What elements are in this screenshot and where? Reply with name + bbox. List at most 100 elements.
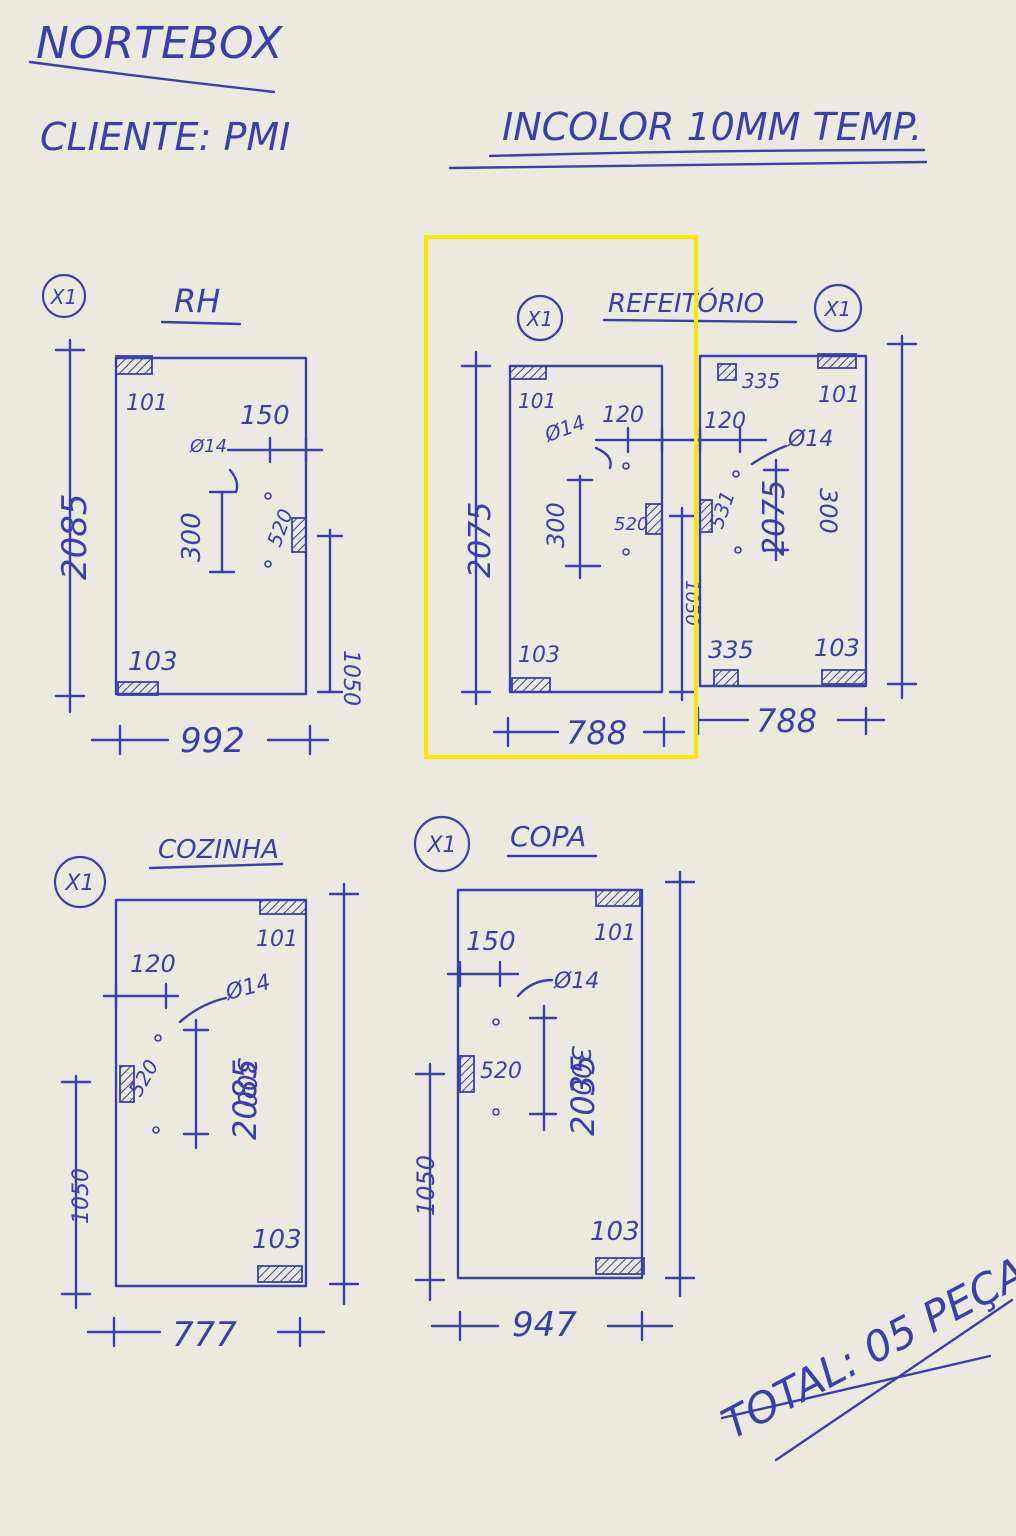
lock-bottom-label: 335 (708, 636, 754, 664)
hole-offset-dimension (446, 960, 520, 988)
height-label: 2085 (226, 1059, 264, 1140)
width-label: 777 (172, 1315, 237, 1355)
handle-label: 520 (614, 514, 648, 535)
hinge-bottom-label: 103 (518, 643, 560, 668)
hole-spacing-dimension (182, 1018, 210, 1150)
hole-top (732, 470, 740, 478)
hole-offset-label: 150 (240, 401, 290, 431)
panel-name: REFEITÓRIO (608, 287, 764, 319)
handle-height-label: 1050 (69, 1168, 94, 1224)
hole-spacing-label: 300 (231, 1058, 261, 1108)
hinge-bottom-label: 103 (252, 1225, 302, 1255)
qty-label: X1 (426, 833, 456, 858)
glass-spec: INCOLOR 10MM TEMP. (502, 105, 922, 149)
height-dimension (328, 882, 360, 1306)
handle-block (119, 1065, 135, 1103)
hinge-bottom-block (821, 669, 867, 685)
name-underline (160, 320, 242, 326)
total-underline-1 (720, 1354, 992, 1420)
width-dimension (430, 1310, 674, 1342)
hole-spacing-label: 300 (177, 512, 207, 562)
width-label: 947 (512, 1305, 577, 1345)
hinge-top-block (115, 355, 153, 375)
glass-panel-outline (114, 898, 308, 1288)
height-dimension (664, 870, 696, 1298)
panel-name: RH (174, 282, 220, 320)
total-label: TOTAL: 05 PEÇAS (714, 1235, 1016, 1449)
hinge-top-label: 101 (594, 921, 636, 946)
hinge-bottom-block (511, 677, 551, 693)
height-dimension (54, 338, 86, 714)
hole-spacing-dimension (564, 474, 602, 580)
hinge-bottom-label: 103 (814, 634, 860, 662)
hole-top (492, 1018, 500, 1026)
handle-block (459, 1055, 475, 1093)
hole-offset-dimension (102, 982, 180, 1010)
width-dimension (86, 1316, 326, 1348)
height-label: 2035 (564, 1055, 602, 1136)
handle-height-dimension (60, 1074, 92, 1310)
hole-bottom (622, 548, 630, 556)
hole-diameter-label: Ø14 (787, 427, 833, 452)
spec-underline-2 (448, 160, 928, 170)
qty-label: X1 (824, 297, 851, 321)
total-note: TOTAL: 05 PEÇAS (714, 1235, 1016, 1462)
hole-offset-dimension (688, 426, 768, 454)
hinge-top-label: 101 (126, 391, 168, 416)
hole-bottom (492, 1108, 500, 1116)
panel-refeitorio-right: X1 101 103 335 335 120 Ø14 300 531 2075 … (688, 283, 918, 740)
handle-block (645, 503, 663, 535)
hole-leader (750, 444, 788, 466)
hole-spacing-label: 300 (542, 502, 570, 548)
panel-copa: X1 COPA 101 103 150 Ø14 300 520 1050 203… (412, 815, 696, 1345)
qty-label: X1 (526, 307, 553, 331)
company-underline (28, 60, 276, 94)
hinge-top-block (817, 353, 857, 369)
qty-circle (413, 815, 471, 873)
hole-bottom (264, 560, 272, 568)
hole-offset-dimension (226, 436, 324, 464)
handle-block (699, 499, 713, 533)
hole-spacing-dimension (762, 458, 790, 562)
handle-label: 520 (480, 1059, 522, 1084)
handle-height-label: 1050 (338, 650, 363, 706)
width-label: 788 (756, 702, 817, 740)
header: NORTEBOX CLIENTE: PMI INCOLOR 10MM TEMP. (28, 18, 928, 170)
panel-name: COZINHA (158, 835, 279, 865)
name-underline (148, 862, 284, 870)
handle-height-dimension (668, 506, 696, 702)
hole-diameter-label: Ø14 (222, 970, 273, 1006)
spec-underline-1 (488, 148, 926, 158)
hinge-top-label: 101 (518, 389, 556, 413)
hole-bottom (152, 1126, 160, 1134)
hinge-bottom-block (117, 681, 159, 696)
width-dimension (492, 716, 686, 748)
hinge-bottom-label: 103 (128, 647, 178, 677)
hole-top (264, 492, 272, 500)
handle-height-dimension (316, 528, 344, 694)
hole-offset-label: 150 (466, 927, 516, 957)
hole-spacing-dimension (528, 1004, 558, 1132)
panel-rh: X1 RH 101 103 150 Ø14 300 520 1050 2085 … (41, 273, 363, 761)
total-underline-2 (774, 1298, 1014, 1462)
hole-leader (178, 996, 228, 1024)
hole-top (154, 1034, 162, 1042)
width-label: 788 (566, 714, 627, 752)
hole-offset-label: 120 (602, 403, 644, 428)
lock-top-block (717, 363, 737, 381)
company-name: NORTEBOX (36, 18, 283, 69)
client-label: CLIENTE: PMI (40, 115, 290, 159)
hinge-bottom-block (257, 1265, 303, 1283)
hinge-top-label: 101 (256, 927, 298, 952)
hinge-bottom-label: 103 (590, 1217, 640, 1247)
hole-diameter-label: Ø14 (189, 436, 227, 457)
qty-circle (41, 273, 87, 319)
qty-label: X1 (50, 285, 77, 309)
hinge-top-block (509, 365, 547, 380)
hole-spacing-label: 300 (814, 488, 842, 534)
width-dimension (90, 724, 330, 756)
qty-label: X1 (64, 871, 94, 896)
height-dimension (460, 350, 492, 706)
height-label: 2075 (757, 480, 792, 556)
